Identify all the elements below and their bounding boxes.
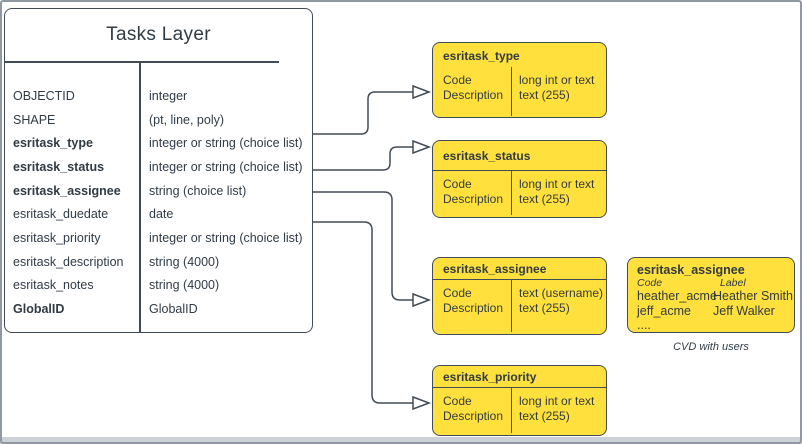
field-row-esritask-type: esritask_type integer or string (choice … (5, 131, 312, 155)
domain-title: esritask_type (443, 49, 520, 63)
domain-field-type: long int or text (519, 394, 595, 408)
field-name: esritask_duedate (13, 207, 109, 222)
domain-field-type: text (255) (519, 192, 570, 206)
field-row-esritask-status: esritask_status integer or string (choic… (5, 155, 312, 179)
connector-esritask-status (313, 146, 413, 171)
field-row-esritask-notes: esritask_notes string (4000) (5, 274, 312, 298)
cvd-caption: CVD with users (673, 341, 749, 353)
field-type: GlobalID (149, 302, 198, 317)
field-type: integer (149, 88, 188, 103)
domain-title: esritask_assignee (433, 258, 606, 280)
field-type: string (4000) (149, 278, 220, 293)
domain-field-type: text (username) (519, 286, 604, 300)
cvd-code: heather_acme (637, 289, 717, 303)
field-row-globalid: GlobalID GlobalID (5, 297, 312, 321)
domain-field: Description (443, 88, 504, 102)
field-row-esritask-duedate: esritask_duedate date (5, 202, 312, 226)
cvd-label: Heather Smith (713, 289, 793, 303)
domain-table-esritask-priority: esritask_priority Code Description long … (432, 365, 607, 436)
tasks-layer-title: Tasks Layer (106, 24, 211, 45)
field-name: SHAPE (13, 112, 56, 127)
domain-table-esritask-status: esritask_status Code Description long in… (432, 140, 607, 218)
field-row-esritask-description: esritask_description string (4000) (5, 250, 312, 274)
arrowhead-icon (412, 395, 432, 411)
domain-field-type: long int or text (519, 73, 595, 87)
field-row-esritask-assignee: esritask_assignee string (choice list) (5, 179, 312, 203)
domain-title: esritask_status (433, 141, 606, 171)
field-name: GlobalID (13, 302, 65, 317)
domain-field: Description (443, 301, 504, 315)
cvd-col-code: Code (637, 277, 663, 289)
cvd-col-label: Label (720, 277, 746, 289)
field-type: integer or string (choice list) (149, 136, 303, 151)
connector-esritask-priority (313, 221, 413, 404)
bottom-bar (0, 437, 802, 444)
cvd-table-esritask-assignee: esritask_assignee Code Label heather_acm… (627, 257, 795, 333)
field-name: esritask_notes (13, 278, 94, 293)
field-type: (pt, line, poly) (149, 112, 225, 127)
field-name: esritask_description (13, 254, 124, 269)
cvd-code: .... (637, 318, 651, 332)
cvd-code: jeff_acme (637, 303, 691, 318)
field-type: integer or string (choice list) (149, 159, 303, 174)
arrowhead-icon (412, 292, 432, 308)
domain-field: Code (443, 177, 472, 191)
field-row-objectid: OBJECTID integer (5, 84, 312, 108)
domain-field: Description (443, 409, 504, 423)
arrowhead-icon (412, 84, 432, 100)
header-divider (5, 61, 279, 63)
domain-field: Code (443, 286, 472, 300)
domain-field-type: text (255) (519, 409, 570, 423)
arrowhead-icon (412, 139, 432, 155)
field-type: integer or string (choice list) (149, 230, 303, 245)
domain-table-esritask-type: esritask_type Code Description long int … (432, 42, 607, 118)
domain-table-esritask-assignee: esritask_assignee Code Description text … (432, 257, 607, 335)
field-row-shape: SHAPE (pt, line, poly) (5, 108, 312, 132)
cvd-label: Jeff Walker (713, 303, 775, 318)
field-type: string (choice list) (149, 183, 247, 198)
domain-field: Description (443, 192, 504, 206)
domain-field-type: text (255) (519, 301, 570, 315)
field-type: date (149, 207, 174, 222)
field-list: OBJECTID integer SHAPE (pt, line, poly) … (5, 84, 312, 321)
domain-field: Code (443, 73, 472, 87)
column-divider (139, 61, 141, 332)
domain-field-type: text (255) (519, 88, 570, 102)
field-name: esritask_assignee (13, 183, 121, 198)
field-name: esritask_type (13, 136, 93, 151)
domain-title: esritask_priority (433, 366, 606, 388)
field-row-esritask-priority: esritask_priority integer or string (cho… (5, 226, 312, 250)
cvd-title: esritask_assignee (637, 263, 745, 277)
field-name: esritask_status (13, 159, 105, 174)
field-name: OBJECTID (13, 88, 75, 103)
domain-field: Code (443, 394, 472, 408)
field-name: esritask_priority (13, 230, 101, 245)
cvd-label (713, 318, 794, 333)
field-type: string (4000) (149, 254, 220, 269)
connector-esritask-type (313, 91, 413, 135)
domain-field-type: long int or text (519, 177, 595, 191)
tasks-layer-table: Tasks Layer OBJECTID integer SHAPE (pt, … (4, 8, 313, 333)
connector-esritask-assignee (313, 191, 413, 301)
